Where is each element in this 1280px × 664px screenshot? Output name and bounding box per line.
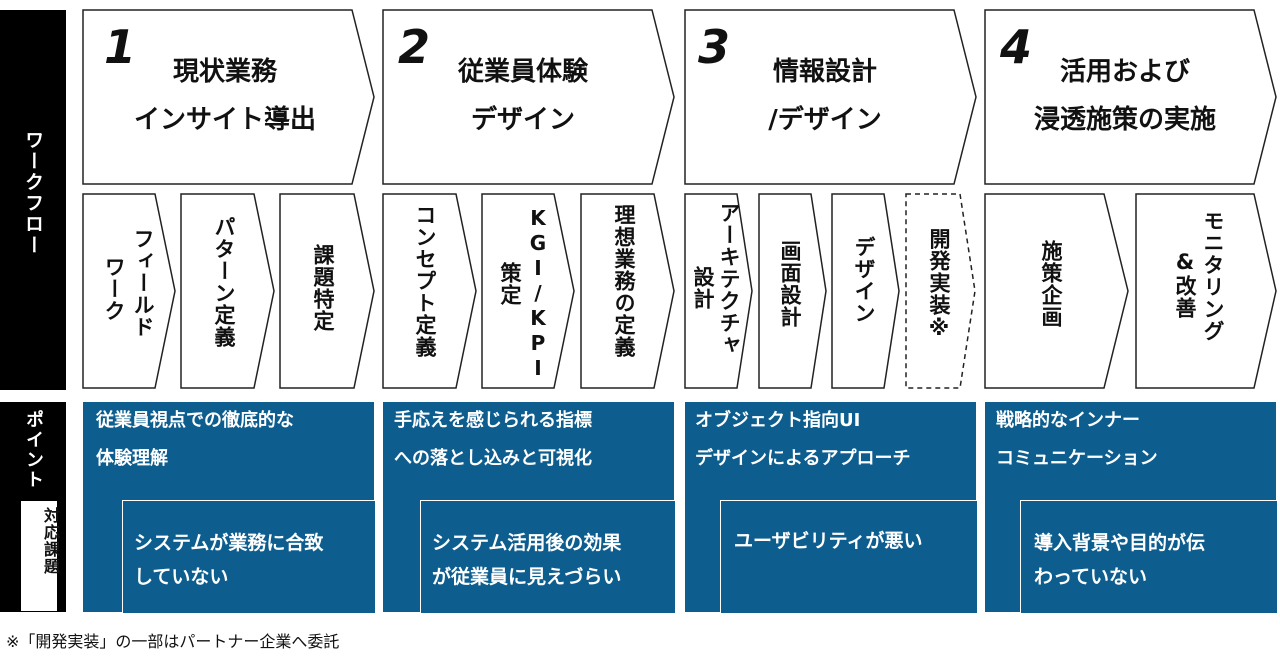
footnote: ※「開発実装」の一部はパートナー企業へ委託: [6, 632, 340, 651]
step-arrow: [279, 193, 375, 389]
phase-2-title-line1: 従業員体験: [457, 57, 588, 87]
issue-3-line1: ユーザビリティが悪い: [734, 530, 923, 552]
step-6-text: 理想業務の定義: [612, 204, 636, 358]
phase-1-arrow: [82, 9, 375, 185]
point-4-line2: コミュニケーション: [996, 448, 1158, 469]
step-1-col2: ワーク: [102, 256, 126, 322]
step-arrow-dashed: [905, 193, 976, 389]
issue-box-3: [720, 500, 977, 613]
issue-1-line1: システムが業務に合致: [134, 532, 324, 554]
step-arrow: [984, 193, 1129, 389]
step-7-col1: アーキテクチャ: [717, 202, 741, 356]
issue-label: 対応課題: [41, 507, 60, 575]
phase-3-title: 情報設計 /デザイン: [700, 48, 950, 144]
step-5-col1: KGI/KPI: [526, 206, 550, 381]
phase-1-title-line2: インサイト導出: [133, 105, 316, 135]
step-arrow: [382, 193, 477, 389]
phase-2-number: 2: [398, 20, 431, 74]
phase-1-title-line1: 現状業務: [172, 57, 277, 87]
issue-4-line2: わっていない: [1034, 566, 1148, 588]
phase-1-number: 1: [104, 20, 137, 74]
point-label: ポイント: [23, 410, 44, 490]
issue-box-2: [420, 500, 675, 613]
phase-2-title-line2: デザイン: [470, 105, 575, 135]
workflow-label: ワークフロー: [22, 130, 44, 256]
issue-box-1: [122, 500, 375, 613]
step-3-text: 課題特定: [311, 244, 335, 332]
phase-4-title-line1: 活用および: [1059, 57, 1190, 87]
phase-1-title: 現状業務 インサイト導出: [100, 48, 350, 144]
phase-2-arrow: [382, 9, 675, 185]
phase-4-title-line2: 浸透施策の実施: [1033, 105, 1216, 135]
step-10-text: 開発実装※: [927, 228, 951, 341]
issue-1-line2: していない: [134, 566, 229, 588]
phase-4-arrow: [984, 9, 1277, 185]
step-11-text: 施策企画: [1039, 240, 1063, 328]
step-arrow: [580, 193, 675, 389]
point-3-line2: デザインによるアプローチ: [695, 448, 911, 469]
step-5-col2: 策定: [498, 262, 522, 306]
step-12-col1: モニタリング: [1201, 210, 1225, 342]
point-4-line1: 戦略的なインナー: [996, 410, 1140, 431]
step-arrow: [82, 193, 176, 389]
step-arrow: [1135, 193, 1277, 389]
step-8-text: 画面設計: [778, 240, 802, 328]
step-arrow: [481, 193, 575, 389]
phase-2-title: 従業員体験 デザイン: [398, 48, 648, 144]
step-4-text: コンセプト定義: [413, 204, 437, 358]
step-arrow: [758, 193, 827, 389]
workflow-sidebar-label-panel: ワークフロー: [0, 10, 66, 390]
step-arrow: [180, 193, 275, 389]
issue-4-line1: 導入背景や目的が伝: [1034, 532, 1206, 554]
step-2-text: パターン定義: [212, 216, 236, 348]
step-9-text: デザイン: [852, 236, 876, 324]
step-7-col2: 設計: [691, 266, 715, 310]
step-arrow: [831, 193, 900, 389]
issue-2-line1: システム活用後の効果: [432, 532, 622, 554]
step-1-col1: フィールド: [131, 228, 155, 338]
issue-label-box: 対応課題: [20, 500, 60, 612]
issue-box-4: [1020, 500, 1277, 613]
phase-3-title-line2: /デザイン: [768, 105, 882, 135]
point-1-line2: 体験理解: [96, 448, 168, 469]
point-2-line1: 手応えを感じられる指標: [394, 410, 592, 431]
step-arrow: [684, 193, 753, 389]
phase-3-title-line1: 情報設計: [772, 57, 877, 87]
phase-4-number: 4: [1000, 20, 1033, 74]
phase-4-title: 活用および 浸透施策の実施: [1000, 48, 1250, 144]
point-3-line1: オブジェクト指向UI: [695, 410, 861, 431]
point-1-line1: 従業員視点での徹底的な: [96, 410, 294, 431]
issue-2-line2: が従業員に見えづらい: [432, 566, 622, 588]
step-12-col2: &改善: [1173, 250, 1197, 319]
phase-3-number: 3: [698, 20, 731, 74]
phase-3-arrow: [684, 9, 977, 185]
point-2-line2: への落とし込みと可視化: [394, 448, 592, 469]
